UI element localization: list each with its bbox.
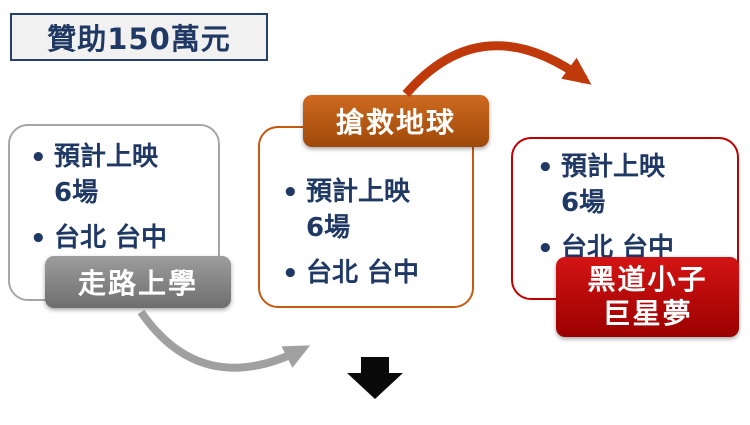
gray-curved-arrow-icon	[137, 309, 311, 372]
page-title: 贊助150萬元	[47, 22, 231, 56]
tag-label-line1: 黑道小子	[587, 263, 708, 297]
tag-label: 搶救地球	[335, 106, 456, 139]
screenings-text: 預計上映	[306, 177, 411, 207]
bullet-list: 預計上映 6場 台北 台中	[260, 128, 472, 293]
down-arrow-icon	[347, 357, 403, 399]
bullet-cities: 台北 台中	[276, 255, 468, 293]
screenings-text: 預計上映	[561, 152, 666, 182]
screenings-count: 6場	[561, 188, 606, 219]
bullet-screenings: 預計上映 6場	[276, 174, 468, 247]
bullet-cities: 台北 台中	[24, 220, 214, 258]
card-save-the-earth: 預計上映 6場 台北 台中	[258, 126, 474, 308]
tag-label-line2: 巨星夢	[602, 297, 693, 330]
bullet-list: 預計上映 6場 台北 台中	[10, 126, 218, 258]
tag-gangster-kid: 黑道小子 巨星夢	[556, 257, 739, 337]
cities-text: 台北 台中	[54, 222, 168, 253]
bullet-screenings: 預計上映 6場	[531, 149, 733, 222]
tag-label: 走路上學	[77, 267, 198, 300]
bullet-list: 預計上映 6場 台北 台中	[513, 139, 737, 268]
red-curved-arrow-icon	[402, 41, 592, 97]
bullet-screenings: 預計上映 6場	[24, 139, 214, 212]
cities-text: 台北 台中	[306, 257, 420, 288]
screenings-count: 6場	[306, 213, 351, 244]
tag-walk-to-school: 走路上學	[45, 256, 231, 308]
screenings-count: 6場	[54, 178, 99, 209]
screenings-text: 預計上映	[54, 142, 159, 172]
tag-save-the-earth: 搶救地球	[303, 95, 489, 147]
title-box: 贊助150萬元	[10, 13, 268, 61]
